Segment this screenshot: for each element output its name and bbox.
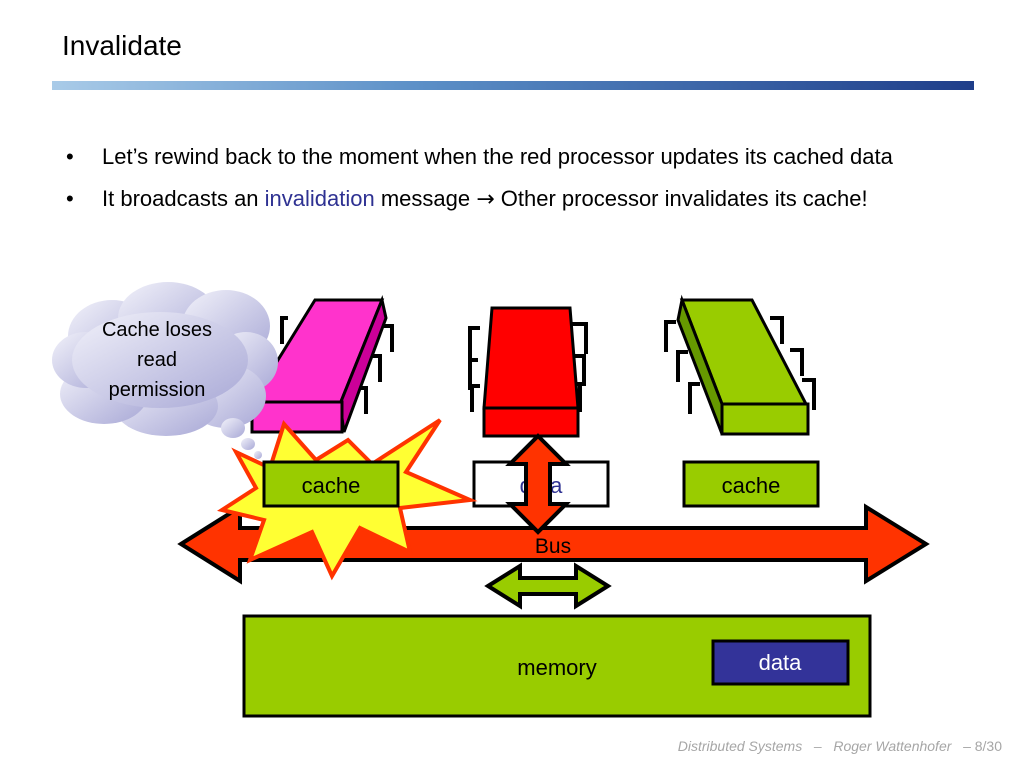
bullet-list: Let’s rewind back to the moment when the… (60, 140, 960, 225)
bubble-line-1: Cache loses (102, 319, 212, 341)
page-number: 8/30 (974, 738, 1002, 754)
right-cache-label: cache (722, 473, 781, 498)
invalidation-highlight: invalidation (264, 186, 375, 211)
footer-separator: – (813, 738, 822, 754)
thought-bubble: Cache loses read permission (52, 282, 278, 459)
bubble-line-2: read (137, 349, 177, 371)
bus-label: Bus (535, 535, 571, 558)
left-cache-label: cache (302, 473, 361, 498)
footer-course: Distributed Systems (677, 738, 803, 754)
right-arrow-icon: → (476, 187, 495, 212)
red-processor-chip (468, 306, 588, 438)
bus-memory-arrow (484, 562, 612, 610)
slide-title: Invalidate (62, 30, 182, 61)
processor-bus-arrow (505, 433, 571, 535)
left-cache-box (262, 460, 400, 508)
memory-label: memory (517, 655, 596, 680)
bullet-item-1: Let’s rewind back to the moment when the… (60, 140, 960, 174)
bubble-line-3: permission (109, 379, 206, 401)
memory-data-label: data (759, 650, 803, 675)
title-underline (52, 81, 974, 90)
memory-data-box (711, 639, 850, 686)
footer-author: Roger Wattenhofer (833, 738, 952, 754)
right-cache-box (682, 460, 820, 508)
bullet-prefix: It broadcasts an (102, 186, 265, 211)
footer-page-prefix: – (963, 738, 971, 754)
bus-arrow (177, 503, 930, 585)
bullet-suffix: Other processor invalidates its cache! (494, 186, 868, 211)
bullet-middle: message (374, 186, 477, 211)
bullet-text: Let’s rewind back to the moment when the… (102, 144, 893, 169)
slide-footer: Distributed Systems – Roger Wattenhofer … (678, 738, 1002, 754)
green-processor-chip (664, 294, 816, 436)
bullet-item-2: It broadcasts an invalidation message → … (60, 182, 960, 217)
